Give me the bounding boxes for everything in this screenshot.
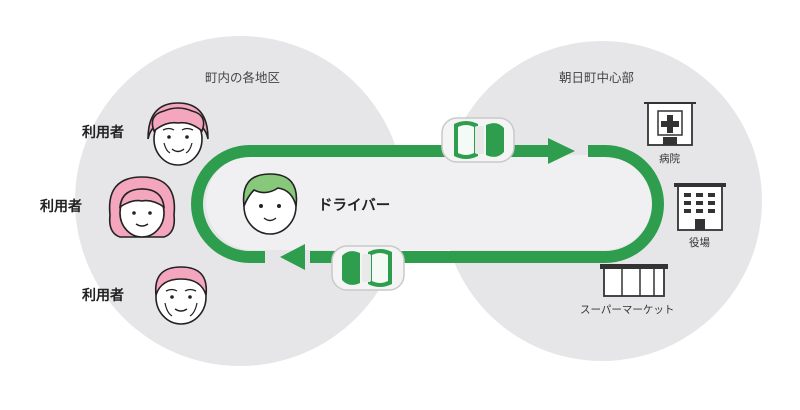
supermarket-label: スーパーマーケット (580, 304, 675, 316)
user-label-1: 利用者 (82, 125, 124, 141)
store-icon (600, 264, 668, 297)
user-avatar-elderly-icon (147, 102, 209, 166)
hospital-icon (644, 102, 696, 146)
route-arrow-right (548, 138, 575, 164)
route-bottom-path (310, 145, 665, 263)
office-building-icon (674, 183, 726, 231)
car-icon (441, 117, 515, 163)
route-inner-area (206, 155, 652, 250)
route-top-path (190, 145, 560, 263)
user-avatar-elderly-man-icon (154, 266, 208, 325)
route-arrow-left (280, 244, 305, 270)
car-icon (331, 245, 405, 291)
area-title-town-districts: 町内の各地区 (205, 70, 281, 85)
town-office-label: 役場 (689, 237, 710, 249)
user-label-2: 利用者 (40, 199, 82, 215)
driver-label: ドライバー (318, 198, 391, 214)
area-title-town-center: 朝日町中心部 (559, 70, 635, 85)
hospital-label: 病院 (659, 153, 680, 165)
driver-avatar-icon (242, 173, 298, 235)
user-avatar-woman-icon (108, 176, 176, 238)
user-label-3: 利用者 (82, 288, 124, 304)
